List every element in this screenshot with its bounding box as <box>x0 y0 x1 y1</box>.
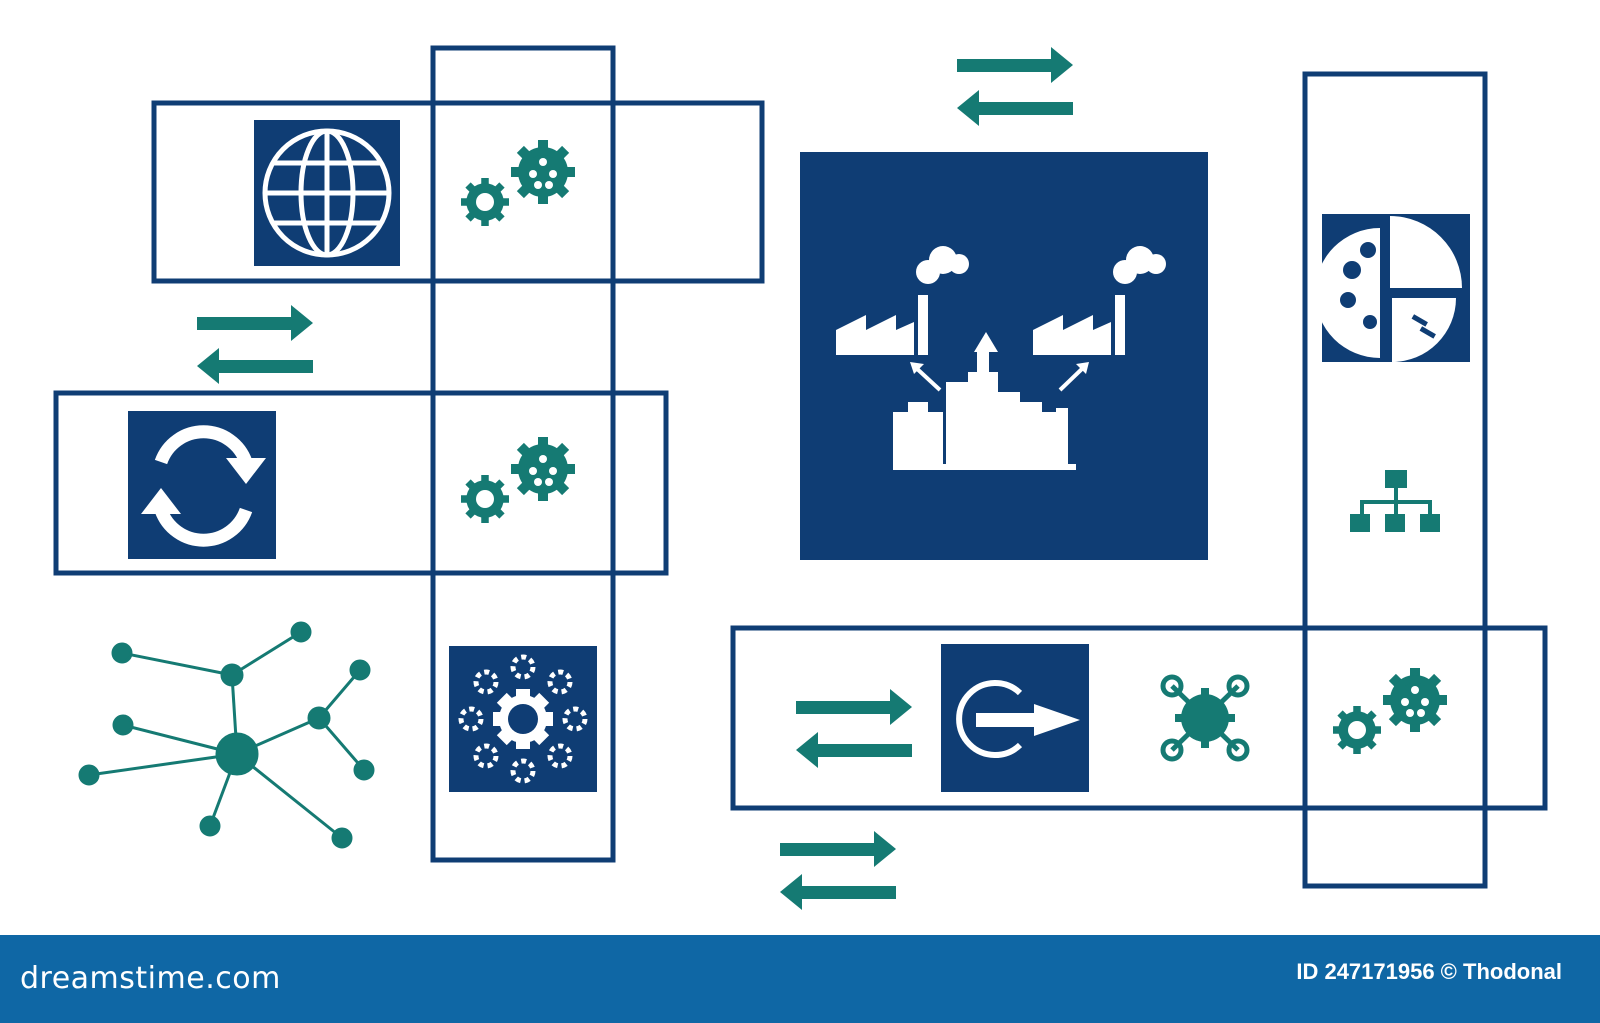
gears-icon <box>1333 668 1447 754</box>
cycle-arrows-icon <box>128 411 276 559</box>
hierarchy-icon <box>1350 470 1440 532</box>
image-credit: ID 247171956 © Thodonal <box>1296 959 1562 984</box>
gears-icon <box>461 140 575 226</box>
cross-node-icon <box>1160 674 1250 762</box>
dreamstime-logo: dreamstime.com <box>20 961 281 996</box>
network-icon <box>78 621 375 849</box>
net-frames <box>53 45 1548 889</box>
industry-city-icon <box>800 152 1208 560</box>
globe-icon <box>254 120 400 266</box>
exchange-arrows-icon <box>197 305 313 384</box>
exit-arrow-icon <box>941 644 1089 792</box>
pie-chart-icon <box>1315 214 1470 362</box>
gear-ring-icon <box>449 646 597 792</box>
exchange-arrows-icon <box>780 831 896 910</box>
gears-icon <box>461 437 575 523</box>
watermark-footer: dreamstime.com ID 247171956 © Thodonal <box>0 935 1600 1023</box>
exchange-arrows-icon <box>796 689 912 768</box>
exchange-arrows-icon <box>957 47 1073 126</box>
